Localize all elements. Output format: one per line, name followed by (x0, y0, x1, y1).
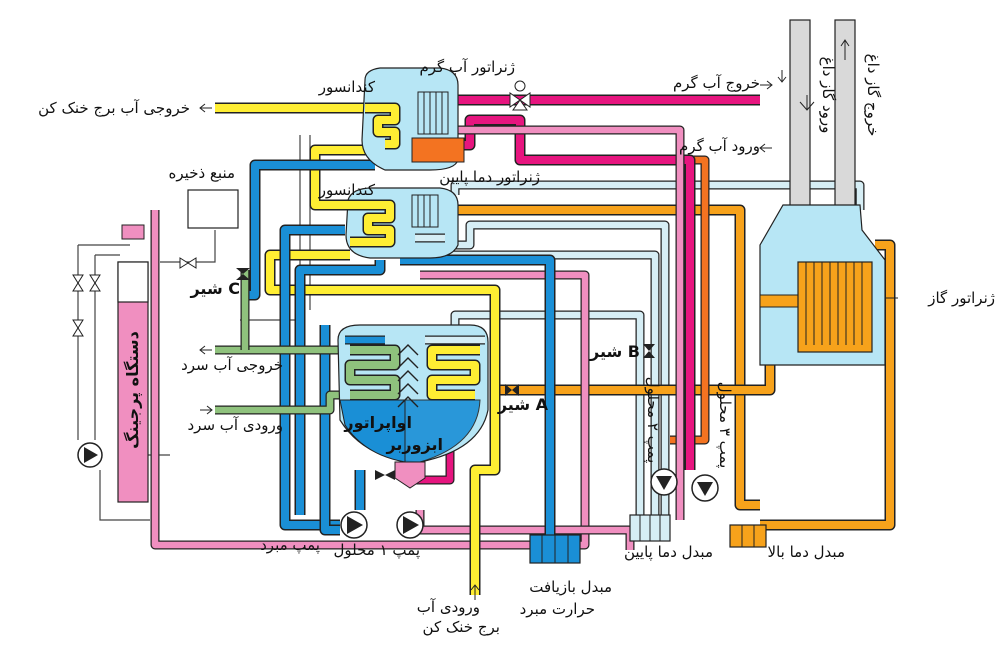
gray-valves (72, 257, 197, 337)
label-valve-c: شیر C (189, 279, 240, 298)
label-condenser-top: کندانسور (318, 78, 376, 96)
label-hot-water-in: ورود آب گرم (679, 137, 760, 155)
label-evaporator: اواپراتور (343, 413, 412, 433)
valve-b (643, 344, 655, 358)
label-low-temp-generator: ژنراتور دما پایین (439, 168, 540, 187)
label-valve-a: شیر A (497, 395, 549, 414)
label-cooling-tower-in-1: ورودی آب (417, 598, 480, 616)
label-cooling-tower-in-2: برج خنک کن (423, 618, 500, 637)
label-valve-b: شیر B (589, 342, 640, 361)
yellow-pipes (215, 102, 501, 595)
high-temp-heat-exchanger (729, 524, 767, 548)
gas-generator (759, 19, 886, 366)
label-absorber: ابزوربر (385, 435, 443, 454)
label-low-temp-hx: مبدل دما پایین (624, 543, 713, 562)
flow-arrows (199, 70, 898, 600)
label-recovery-hx-1: مبدل بازیافت (529, 578, 612, 596)
valve-a (505, 384, 519, 396)
label-purge-unit: دستگاه پرجینگ (123, 331, 143, 449)
purge-unit (117, 224, 149, 503)
label-chilled-water-out: خروجی آب سرد (181, 356, 283, 374)
label-recovery-hx-2: حرارت مبرد (520, 600, 595, 618)
low-temp-heat-exchanger (629, 514, 671, 542)
label-condenser-mid: کندانسور (318, 181, 376, 199)
label-refrigerant-pump: پمپ مبرد (260, 536, 320, 555)
label-hot-gas-out: خروج گاز داغ (863, 54, 882, 137)
label-high-temp-hx: مبدل دما بالا (768, 543, 845, 561)
valve-c (236, 268, 250, 280)
label-hot-water-out: خروج آب گرم (673, 74, 760, 93)
label-chilled-water-in: ورودی آب سرد (187, 416, 283, 434)
label-hot-gas-in: ورود گاز داغ (819, 57, 837, 134)
refrigerant-recovery-heat-exchanger (529, 534, 581, 564)
solution-pump-2 (650, 468, 678, 496)
purge-pump (77, 442, 103, 468)
refrigerant-pump (340, 511, 368, 539)
label-gas-generator: ژنراتور گاز (927, 289, 995, 307)
solution-pump-3 (691, 474, 719, 502)
label-solution-pump-3: پمپ ۳ محلول (715, 382, 734, 469)
solenoid-valve (375, 470, 395, 480)
label-cooling-tower-out: خروجی آب برج خنک کن (38, 99, 190, 118)
diagram-labels: ژنراتور آب گرم کندانسور خروج آب گرم ورود… (38, 54, 995, 637)
solution-pump-1 (396, 511, 424, 539)
three-way-valve (509, 80, 531, 111)
label-storage-tank: منبع ذخیره (169, 164, 235, 182)
label-solution-pump-1: پمپ ۱ محلول (333, 541, 420, 560)
blue-pipes (245, 159, 556, 540)
evaporator-absorber-vessel (337, 324, 489, 489)
hot-water-generator-vessel (361, 67, 465, 171)
label-hw-generator: ژنراتور آب گرم (419, 58, 515, 76)
storage-tank (187, 189, 239, 229)
green-pipes (215, 270, 350, 415)
low-temp-generator-vessel (345, 187, 459, 259)
label-solution-pump-2: پمپ ۲ محلول (643, 377, 662, 464)
